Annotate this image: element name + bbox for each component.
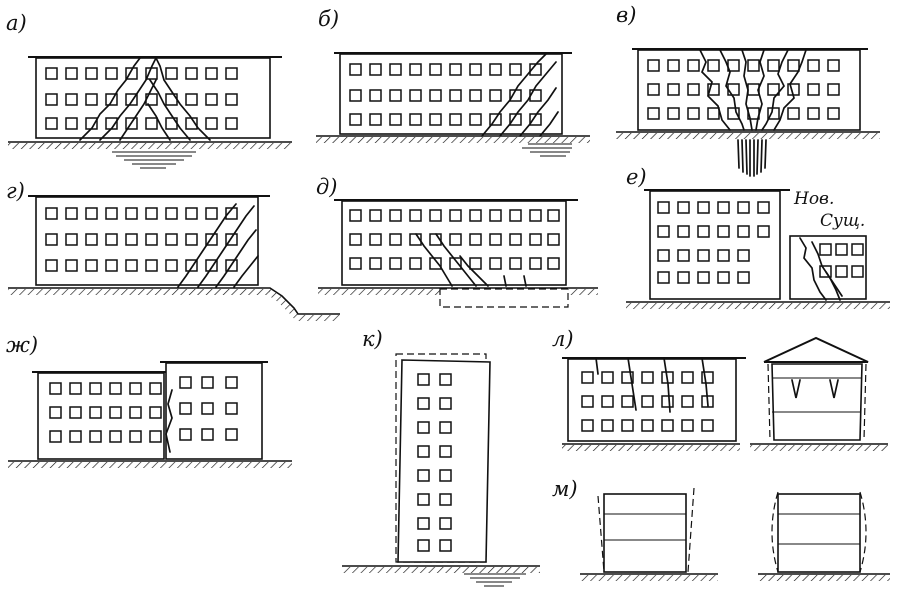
soft-soil-b (522, 143, 572, 157)
panel-g: г) (6, 179, 340, 321)
sinkhole-v (737, 139, 767, 177)
windows-e-existing (819, 243, 864, 278)
bulge-outline-right (859, 491, 867, 573)
windows-zh (49, 376, 238, 443)
panel-k: к) (342, 327, 540, 587)
windows-e-new (657, 201, 770, 284)
windows-a (45, 67, 238, 130)
cracks-e (799, 237, 843, 301)
cracks-a (79, 57, 211, 141)
panel-a: а) (6, 11, 292, 169)
panel-l: л) (552, 327, 888, 451)
label-new-building: Нов. (793, 189, 834, 209)
cracks-l-section (791, 379, 839, 399)
panel-b: б) (316, 7, 590, 157)
panel-label-v: в) (616, 3, 636, 27)
building-m-right (777, 493, 861, 573)
panel-label-zh: ж) (6, 333, 38, 357)
cracks-g (177, 203, 259, 288)
windows-l (581, 371, 714, 432)
panel-e: е) Нов. Сущ. (626, 165, 890, 309)
panel-v: в) (616, 3, 880, 177)
panel-label-e: е) (626, 165, 647, 189)
bulge-outline-left (771, 491, 779, 573)
panel-label-d: д) (316, 175, 338, 199)
windows-b (349, 63, 542, 126)
windows-v (647, 59, 840, 120)
panel-d: д) (316, 175, 598, 308)
panel-label-l: л) (552, 327, 574, 351)
cracks-b (481, 53, 559, 137)
windows-d (349, 209, 560, 270)
windows-k (417, 373, 452, 552)
panel-label-g: г) (6, 179, 25, 203)
building-l-section (771, 363, 863, 441)
panel-zh: ж) (6, 333, 292, 468)
gable-roof-l (763, 336, 869, 363)
panel-m: м) (552, 477, 890, 581)
panel-label-b: б) (318, 7, 339, 31)
label-existing-building: Сущ. (820, 211, 865, 231)
building-m-left (603, 493, 687, 573)
panel-label-k: к) (362, 327, 383, 351)
crack-zh (165, 389, 173, 453)
soft-soil-a (112, 151, 196, 169)
void-zone-d (439, 288, 569, 308)
soft-soil-k (464, 573, 526, 587)
tilted-tower-k (397, 359, 491, 563)
panel-label-m: м) (552, 477, 578, 501)
panel-label-a: а) (6, 11, 27, 35)
cracks-v (699, 49, 807, 131)
cracks-d (415, 233, 527, 287)
cracks-l (595, 357, 709, 413)
